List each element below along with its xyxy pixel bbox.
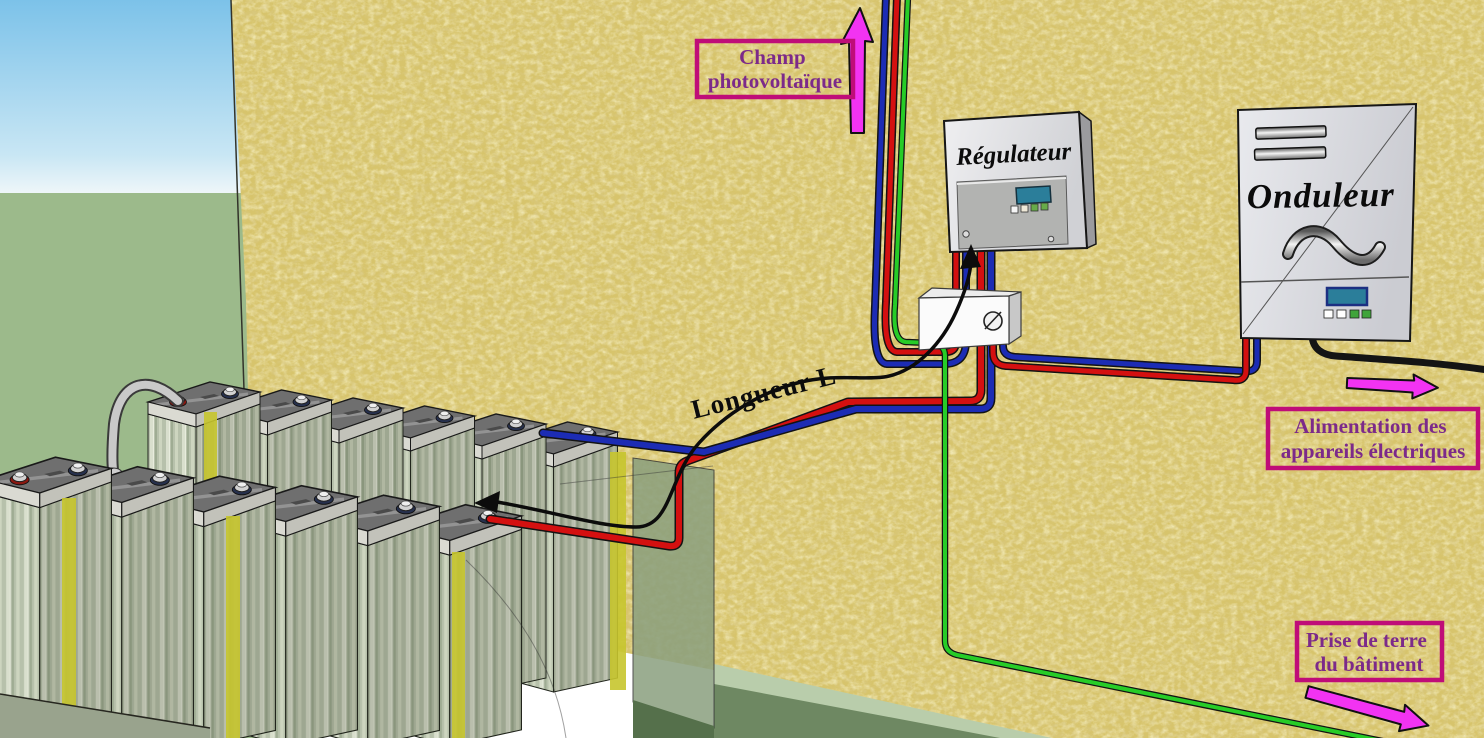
battery-terminal	[313, 491, 334, 505]
junction-box	[917, 287, 1022, 351]
battery-separator-strip	[62, 498, 76, 738]
label-line: Prise de terre	[1306, 628, 1427, 652]
wire-ac-output-black	[1308, 332, 1484, 373]
screw-icon	[1047, 235, 1055, 243]
glass-pane	[559, 457, 715, 738]
battery-separator-strip	[226, 516, 240, 738]
pane-seam-line	[465, 559, 567, 738]
arrowhead-left	[474, 491, 500, 513]
switch-symbol-icon	[983, 311, 1003, 331]
inverter-label: Onduleur	[1246, 175, 1395, 217]
battery-terminal	[67, 462, 88, 477]
battery-terminal	[364, 402, 382, 415]
battery-bank-front-row	[0, 456, 525, 738]
battery-terminal	[292, 394, 311, 407]
label-line: appareils électriques	[1281, 439, 1466, 463]
battery-terminal	[395, 500, 416, 515]
regulator-label: Régulateur	[954, 138, 1072, 171]
inverter-buttons	[1323, 309, 1372, 319]
battery-terminal	[9, 471, 30, 486]
vent-slots-icon	[1253, 125, 1327, 161]
battery-terminal	[149, 472, 170, 486]
regulator-buttons	[1010, 202, 1049, 214]
regulator: Régulateur	[942, 110, 1097, 254]
inverter: Onduleur	[1236, 102, 1418, 343]
battery-terminal	[231, 481, 252, 496]
label-champ-photovoltaique: Champ photovoltaïque	[694, 38, 856, 100]
battery-terminal	[435, 410, 454, 423]
label-line: Alimentation des	[1294, 414, 1446, 438]
battery-ledge	[0, 693, 211, 738]
battery	[0, 456, 115, 738]
label-line: du bâtiment	[1314, 652, 1423, 676]
battery-terminal	[221, 386, 239, 399]
arrowhead-up	[960, 244, 981, 269]
ac-flow-arrow-right	[1345, 373, 1439, 400]
longueur-arrow	[474, 244, 981, 529]
sine-wave-icon	[1282, 225, 1386, 266]
floor	[714, 664, 1052, 738]
label-line: photovoltaïque	[708, 69, 842, 93]
screw-icon	[962, 230, 970, 238]
label-alimentation: Alimentation des appareils électriques	[1265, 406, 1481, 471]
regulator-display	[1015, 185, 1052, 205]
label-line: Champ	[739, 45, 806, 69]
inverter-display	[1325, 286, 1369, 307]
ground-flow-arrow	[1304, 685, 1430, 733]
svg-text:Champ photovoltaïque: Champ photovoltaïque	[708, 45, 842, 93]
label-prise-terre: Prise de terre du bâtiment	[1294, 620, 1445, 683]
battery-terminal	[507, 418, 525, 431]
svg-text:Alimentation des apparei: Alimentation des appareils électriques	[1281, 414, 1466, 463]
sky	[0, 0, 260, 193]
svg-text:Prise de terre du bâtime: Prise de terre du bâtiment	[1306, 628, 1432, 676]
battery-separator-strip	[452, 552, 465, 738]
battery-separator-strip	[610, 452, 626, 690]
